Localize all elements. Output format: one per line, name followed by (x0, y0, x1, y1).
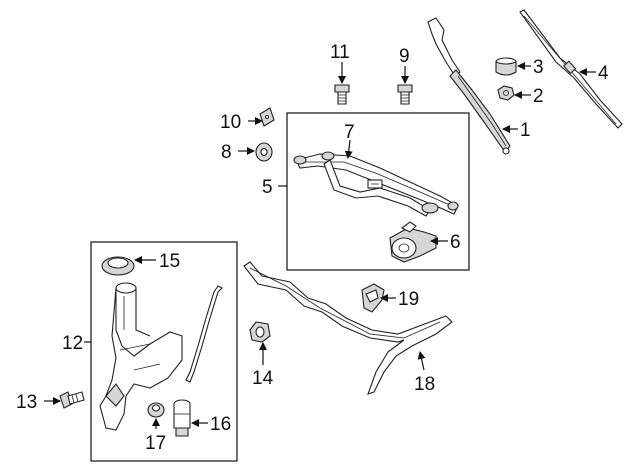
callout-17: 17 (145, 433, 166, 454)
bolt-9 (397, 84, 413, 105)
clip-10 (259, 107, 275, 127)
arm-nut (497, 85, 515, 101)
grommet-8 (255, 142, 273, 162)
callout-11: 11 (330, 42, 350, 63)
callout-8: 8 (221, 142, 232, 163)
wiper-linkage (293, 151, 459, 217)
callout-12: 12 (62, 333, 83, 354)
wiper-motor (389, 221, 437, 263)
callout-10: 10 (220, 112, 241, 133)
washer-pump (173, 399, 191, 437)
washer-hose (243, 261, 453, 395)
arm-cap (495, 57, 517, 76)
callout-16: 16 (210, 414, 231, 435)
callout-6: 6 (450, 232, 461, 253)
bolt-13 (59, 391, 85, 409)
wiper-blade (519, 9, 623, 129)
callout-2: 2 (533, 86, 544, 107)
reservoir-group-box (90, 241, 238, 462)
grommet-17 (147, 402, 165, 418)
washer-nozzle (361, 283, 385, 313)
bolt-11 (334, 84, 350, 105)
callout-7: 7 (344, 122, 355, 143)
callout-1: 1 (520, 120, 531, 141)
grommet-14 (249, 321, 271, 343)
callout-5: 5 (262, 177, 273, 198)
washer-reservoir (99, 282, 183, 431)
washer-tube (185, 285, 223, 383)
linkage-group-box (286, 112, 470, 271)
callout-9: 9 (399, 46, 410, 67)
reservoir-cap (101, 256, 135, 276)
callout-14: 14 (252, 368, 274, 389)
leader-lines (44, 62, 596, 429)
callout-13: 13 (16, 392, 37, 413)
callout-4: 4 (598, 63, 609, 84)
callout-3: 3 (533, 57, 544, 78)
wiper-arm (427, 17, 511, 155)
callout-19: 19 (398, 289, 419, 310)
callout-15: 15 (159, 251, 180, 272)
callout-18: 18 (414, 374, 435, 395)
